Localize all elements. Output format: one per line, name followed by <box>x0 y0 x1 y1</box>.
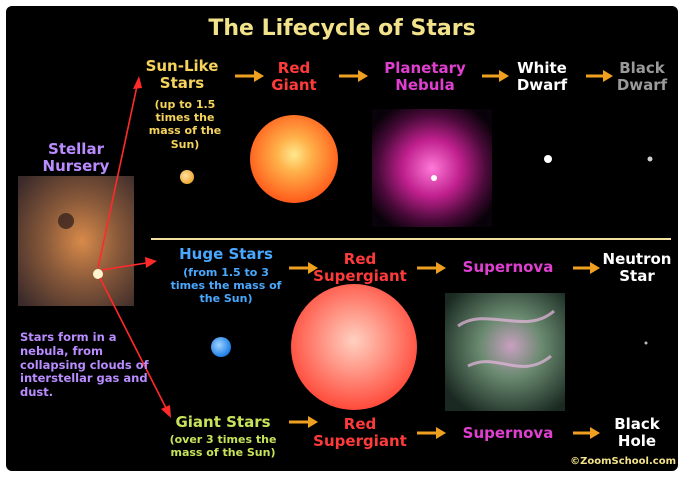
stellar-nursery-image <box>18 176 134 306</box>
sunlike-star-body <box>180 170 194 184</box>
giant-stars-label: Giant Stars <box>162 414 284 431</box>
black-dwarf-label: Black Dwarf <box>610 60 674 95</box>
sunlike-stars-label: Sun-Like Stars <box>134 58 230 93</box>
planetary-nebula-label: Planetary Nebula <box>370 60 480 95</box>
supernova-label-row3: Supernova <box>446 425 570 442</box>
supernova-image <box>445 293 565 411</box>
red-giant-body <box>250 115 338 203</box>
white-dwarf-body <box>544 155 552 163</box>
neutron-star-label: Neutron Star <box>600 251 674 286</box>
huge-stars-label: Huge Stars <box>166 246 286 263</box>
huge-stars-note: (from 1.5 to 3 times the mass of the Sun… <box>166 266 286 306</box>
red-supergiant-label-row3: Red Supergiant <box>308 416 412 451</box>
sunlike-stars-note: (up to 1.5 times the mass of the Sun) <box>140 98 230 151</box>
supernova-label-row2: Supernova <box>446 259 570 276</box>
huge-star-body <box>211 337 231 357</box>
red-giant-label: Red Giant <box>262 60 326 95</box>
red-supergiant-label-row2: Red Supergiant <box>308 251 412 286</box>
diagram-panel: The Lifecycle of Stars Stellar Nursery S… <box>6 6 678 471</box>
white-dwarf-label: White Dwarf <box>506 60 578 95</box>
nursery-bright-star <box>93 269 103 279</box>
planetary-nebula-image <box>372 109 492 227</box>
neutron-star-body <box>645 342 648 345</box>
giant-stars-note: (over 3 times the mass of the Sun) <box>160 433 286 459</box>
nursery-dust-lane <box>58 213 74 229</box>
nebula-central-star <box>431 175 437 181</box>
stellar-nursery-note: Stars form in a nebula, from collapsing … <box>20 331 150 400</box>
diagram-title: The Lifecycle of Stars <box>6 16 678 41</box>
black-hole-label: Black Hole <box>600 416 674 451</box>
stellar-nursery-label: Stellar Nursery <box>26 141 126 176</box>
black-dwarf-body <box>648 157 653 162</box>
credit-text: ©ZoomSchool.com <box>566 456 676 468</box>
red-supergiant-body <box>291 284 417 410</box>
